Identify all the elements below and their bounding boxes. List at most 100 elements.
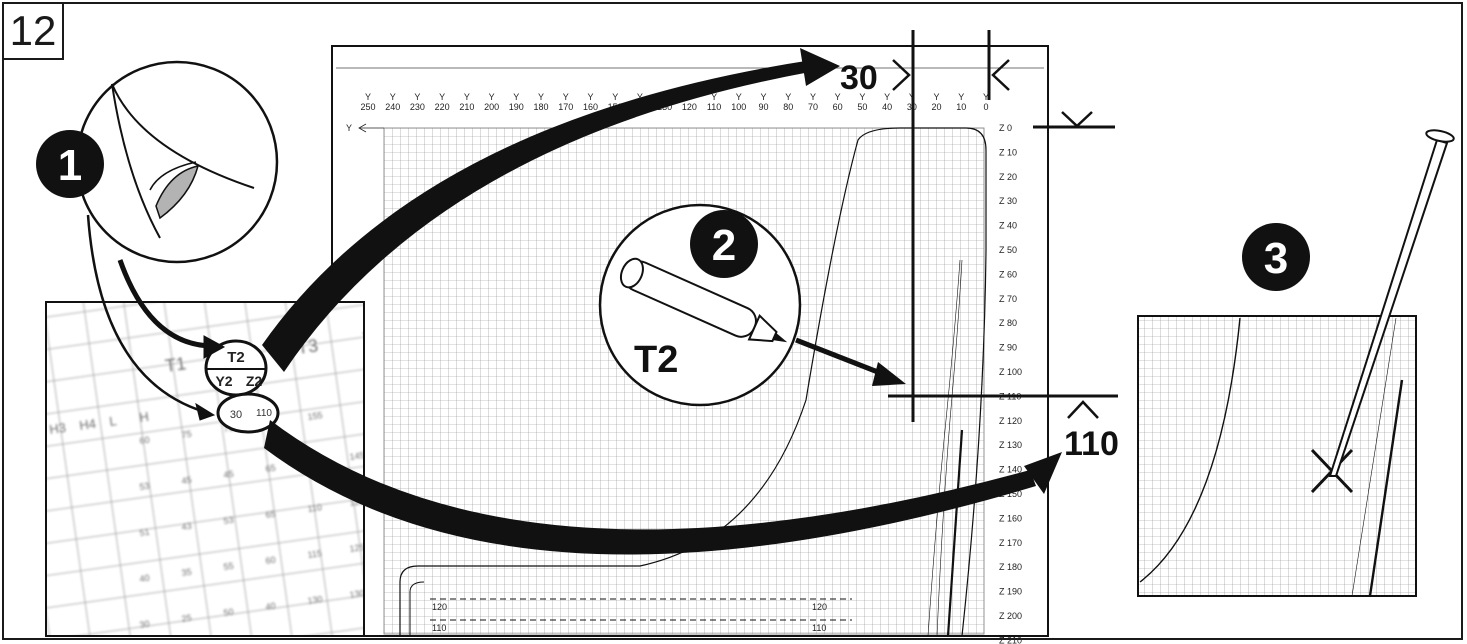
- y-axis-tick-letter: Y: [958, 92, 964, 102]
- z-axis-tick-label: Z 140: [999, 465, 1022, 475]
- table-zoom-cell: 30: [139, 619, 150, 630]
- eye-magnifier: [75, 60, 279, 264]
- pin-detail: [1137, 129, 1455, 597]
- table-zoom-cell: 65: [265, 463, 276, 474]
- size-lines: 120 110 120 110: [430, 598, 852, 633]
- pen-icon: [619, 257, 788, 343]
- step-1-number: 1: [58, 141, 82, 190]
- highlight-z2: Z2: [246, 373, 263, 389]
- table-zoom-cell: 155: [307, 410, 323, 422]
- z-axis-tick-label: Z 20: [999, 172, 1017, 182]
- pattern-curves: [399, 127, 987, 635]
- y-axis-tick-letter: Y: [785, 92, 791, 102]
- figure-number: 12: [2, 2, 64, 60]
- z-axis-tick-label: Z 130: [999, 440, 1022, 450]
- y-axis-tick-letter: Y: [810, 92, 816, 102]
- z-axis-tick-label: Z 170: [999, 538, 1022, 548]
- value-arrows: [262, 48, 1062, 555]
- z-axis-tick-label: Z 210: [999, 635, 1022, 644]
- table-zoom-cell: 130: [307, 594, 323, 606]
- marker-arrow: [795, 337, 906, 386]
- y-axis-tick-label: 190: [509, 102, 524, 112]
- y-axis-tick-label: 160: [583, 102, 598, 112]
- table-zoom-row-label: H3: [48, 420, 67, 437]
- y-axis-tick-letter: Y: [489, 92, 495, 102]
- y-axis-tick-label: 120: [682, 102, 697, 112]
- table-zoom-cell: 40: [265, 601, 276, 612]
- z-axis-tick-label: Z 10: [999, 147, 1017, 157]
- y-axis-tick-label: 70: [808, 102, 818, 112]
- z-axis-tick-label: Z 100: [999, 367, 1022, 377]
- y-axis-arrow: Y: [346, 123, 384, 133]
- y-axis-tick-letter: Y: [761, 92, 767, 102]
- eye-arrows: [86, 214, 226, 421]
- y-axis-tick-label: 80: [783, 102, 793, 112]
- table-zoom-cell: 60: [265, 555, 276, 566]
- table-zoom-cell: 45: [181, 475, 192, 486]
- y-axis-tick-label: 230: [410, 102, 425, 112]
- table-zoom-cell: 65: [265, 509, 276, 520]
- table-zoom-cell: 55: [223, 561, 234, 572]
- y-axis-tick-letter: Y: [859, 92, 865, 102]
- y-axis-tick-label: 200: [484, 102, 499, 112]
- y-axis-tick-label: 170: [558, 102, 573, 112]
- table-zoom-cell: 50: [223, 607, 234, 618]
- step-2-marker: 2: [690, 210, 758, 278]
- value-z-label: 110: [1064, 425, 1119, 463]
- y-axis-tick-letter: Y: [587, 92, 593, 102]
- z-axis-tick-label: Z 120: [999, 416, 1022, 426]
- marker-label: T2: [634, 339, 678, 381]
- highlight-header-label: T2: [227, 349, 245, 366]
- y-axis-tick-label: 110: [707, 102, 721, 112]
- size-line-label-right-2: 110: [812, 623, 826, 633]
- y-axis-tick-label: 220: [435, 102, 450, 112]
- y-axis-tick-letter: Y: [513, 92, 519, 102]
- y-axis-tick-letter: Y: [538, 92, 544, 102]
- step-2-number: 2: [712, 221, 736, 270]
- table-zoom-cell: 125: [349, 542, 365, 554]
- highlight-cell-z: 110: [256, 408, 272, 419]
- z-axis-tick-label: Z 150: [999, 489, 1022, 499]
- y-axis-tick-letter: Y: [414, 92, 420, 102]
- highlight-cell-y: 30: [230, 409, 242, 421]
- z-axis-tick-label: Z 160: [999, 513, 1022, 523]
- z-axis-tick-label: Z 80: [999, 318, 1017, 328]
- z-axis-tick-label: Z 70: [999, 294, 1017, 304]
- z-axis-tick-label: Z 180: [999, 562, 1022, 572]
- z-axis-tick-label: Z 190: [999, 587, 1022, 597]
- y-axis-tick-label: 90: [759, 102, 769, 112]
- y-axis-arrow-label: Y: [346, 123, 352, 133]
- table-zoom-cell: 130: [349, 588, 365, 600]
- z-axis-tick-label: Z 0: [999, 123, 1012, 133]
- step-3-number: 3: [1264, 234, 1288, 283]
- table-zoom: T1T2T3TH3H4LH607575501555345456510514551…: [45, 301, 365, 637]
- y-axis-tick-label: 210: [459, 102, 474, 112]
- table-zoom-cell: 51: [139, 527, 150, 538]
- table-zoom-cell: 35: [181, 567, 192, 578]
- z-axis-tick-label: Z 60: [999, 269, 1017, 279]
- pin-icon: [1328, 129, 1455, 477]
- y-axis-tick-letter: Y: [934, 92, 940, 102]
- y-axis-tick-label: 180: [534, 102, 549, 112]
- table-zoom-cell: 75: [181, 429, 192, 440]
- y-axis-tick-label: 40: [882, 102, 892, 112]
- table-zoom-cell: 60: [139, 435, 150, 446]
- y-axis-tick-label: 100: [731, 102, 746, 112]
- y-axis-tick-label: 0: [983, 102, 988, 112]
- table-zoom-row-label: L: [108, 413, 117, 429]
- y-axis-tick-label: 20: [932, 102, 942, 112]
- table-zoom-cell: 25: [181, 613, 192, 624]
- y-axis-tick-label: 50: [857, 102, 867, 112]
- table-zoom-cell: 53: [223, 515, 234, 526]
- table-zoom-row-label: H: [138, 409, 149, 425]
- y-axis-tick-letter: Y: [464, 92, 470, 102]
- step-3-marker: 3: [1242, 223, 1310, 291]
- y-axis-tick-letter: Y: [612, 92, 618, 102]
- z-axis-tick-label: Z 90: [999, 343, 1017, 353]
- size-line-label-left-2: 110: [432, 623, 446, 633]
- table-zoom-cell: 145: [349, 450, 365, 462]
- z-axis-ticks: Z 0Z 10Z 20Z 30Z 40Z 50Z 60Z 70Z 80Z 90Z…: [999, 123, 1022, 644]
